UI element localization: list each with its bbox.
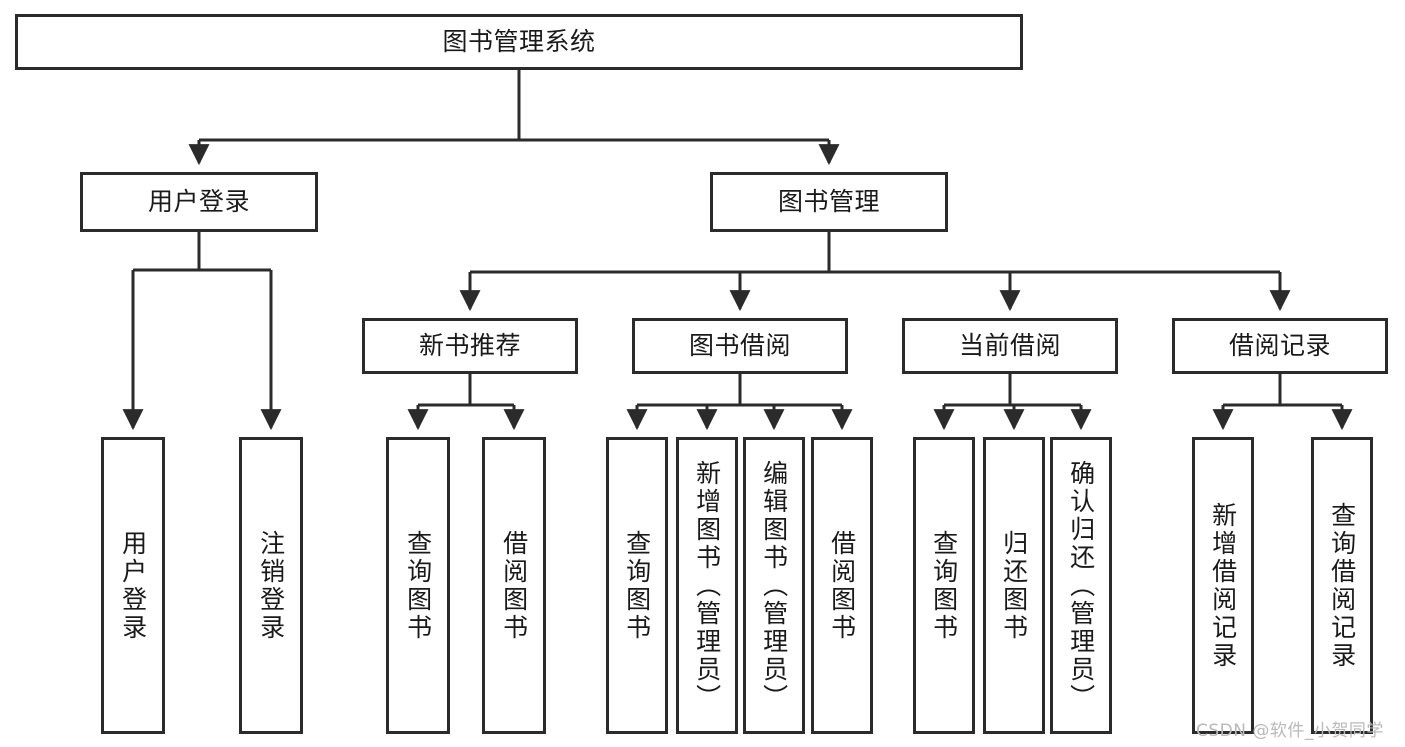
leaf-return-book-label: 归还图书 xyxy=(999,529,1029,642)
leaf-user-login-label: 用户登录 xyxy=(118,529,148,642)
leaf-query-book-newbooks[interactable]: 查询图书 xyxy=(386,437,450,734)
leaf-add-book-admin-label: 新增图书（管理员） xyxy=(692,459,722,712)
node-book-management-label: 图书管理 xyxy=(777,187,880,217)
csdn-watermark: CSDN @软件_小贺同学 xyxy=(1196,721,1384,741)
node-new-book-recommend[interactable]: 新书推荐 xyxy=(362,318,578,374)
leaf-borrow-book-newbooks-label: 借阅图书 xyxy=(499,529,529,642)
leaf-edit-book-admin-label: 编辑图书（管理员） xyxy=(759,459,789,712)
node-new-book-recommend-label: 新书推荐 xyxy=(418,331,521,361)
node-user-login-label: 用户登录 xyxy=(147,187,250,217)
leaf-query-borrow-record[interactable]: 查询借阅记录 xyxy=(1311,437,1373,734)
leaf-edit-book-admin[interactable]: 编辑图书（管理员） xyxy=(743,437,805,734)
leaf-confirm-return-admin[interactable]: 确认归还（管理员） xyxy=(1050,437,1112,734)
node-current-borrow-label: 当前借阅 xyxy=(958,331,1061,361)
leaf-add-book-admin[interactable]: 新增图书（管理员） xyxy=(676,437,738,734)
node-user-login[interactable]: 用户登录 xyxy=(80,172,318,232)
leaf-query-book-borrow-label: 查询图书 xyxy=(622,529,652,642)
node-current-borrow[interactable]: 当前借阅 xyxy=(902,318,1118,374)
leaf-return-book[interactable]: 归还图书 xyxy=(983,437,1045,734)
leaf-query-borrow-record-label: 查询借阅记录 xyxy=(1327,501,1357,670)
node-root-label: 图书管理系统 xyxy=(442,27,596,57)
leaf-query-book-newbooks-label: 查询图书 xyxy=(403,529,433,642)
leaf-borrow-book[interactable]: 借阅图书 xyxy=(811,437,873,734)
leaf-borrow-book-label: 借阅图书 xyxy=(827,529,857,642)
leaf-query-book-borrow[interactable]: 查询图书 xyxy=(606,437,668,734)
leaf-user-logout-label: 注销登录 xyxy=(256,529,286,642)
leaf-user-logout[interactable]: 注销登录 xyxy=(239,437,303,734)
node-borrow-records-label: 借阅记录 xyxy=(1228,331,1331,361)
leaf-add-borrow-record[interactable]: 新增借阅记录 xyxy=(1192,437,1254,734)
leaf-add-borrow-record-label: 新增借阅记录 xyxy=(1208,501,1238,670)
node-book-borrow[interactable]: 图书借阅 xyxy=(632,318,848,374)
leaf-query-book-current[interactable]: 查询图书 xyxy=(913,437,975,734)
node-borrow-records[interactable]: 借阅记录 xyxy=(1172,318,1388,374)
leaf-user-login[interactable]: 用户登录 xyxy=(101,437,165,734)
leaf-borrow-book-newbooks[interactable]: 借阅图书 xyxy=(482,437,546,734)
node-root[interactable]: 图书管理系统 xyxy=(15,14,1023,70)
leaf-confirm-return-admin-label: 确认归还（管理员） xyxy=(1066,459,1096,712)
node-book-management[interactable]: 图书管理 xyxy=(710,172,948,232)
node-book-borrow-label: 图书借阅 xyxy=(688,331,791,361)
leaf-query-book-current-label: 查询图书 xyxy=(929,529,959,642)
